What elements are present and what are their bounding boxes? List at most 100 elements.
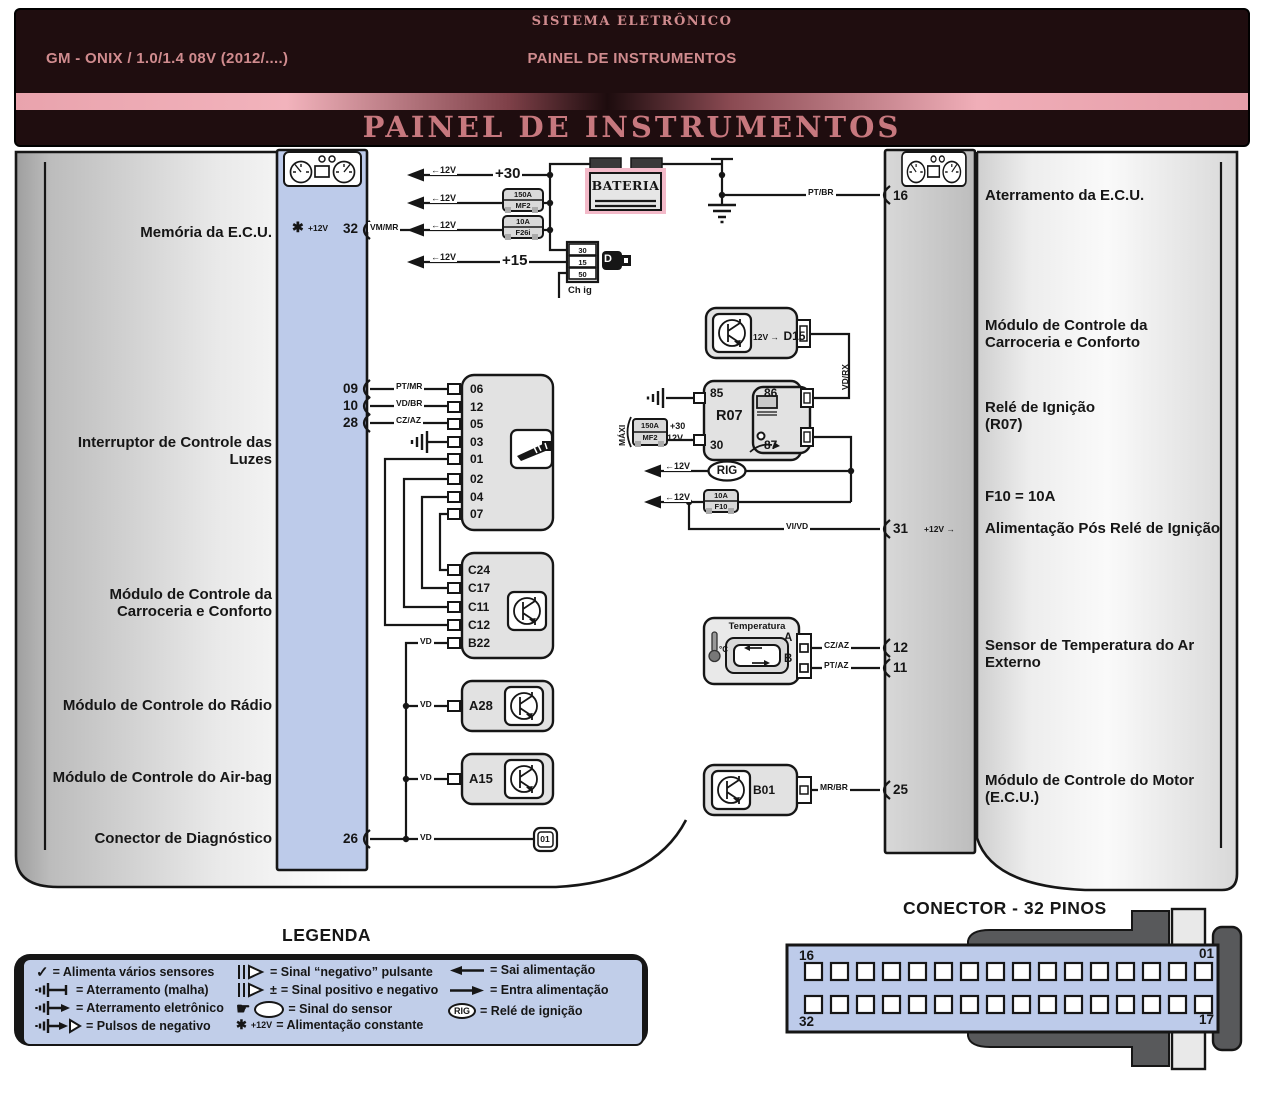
wire-cz-az: CZ/AZ: [394, 415, 424, 425]
label-radio: Módulo de Controle do Rádio: [62, 697, 272, 714]
right-panel: [975, 150, 1239, 892]
ls-pin-07: 07: [470, 507, 484, 521]
diagnostic-connector-icon: [532, 826, 559, 853]
ls-pin-12: 12: [470, 400, 484, 414]
pin-25: 25: [893, 782, 909, 797]
bcm-pin-c24: C24: [468, 563, 491, 577]
diag-connector-label: 01: [540, 834, 550, 844]
battery-label: BATERIA: [591, 178, 660, 193]
instrument-connector-strip-left: [275, 148, 369, 872]
d15-12v: 12V →: [753, 332, 779, 342]
fuse-maxi-mf2: [626, 416, 668, 448]
pin-28: 28: [342, 415, 358, 430]
v12-label-5: ←12V: [664, 461, 692, 471]
rig-label: RIG: [716, 465, 738, 477]
maxi-label: MÁXI: [617, 424, 627, 446]
power-out-arrows: [407, 168, 661, 509]
v12-label-3: ←12V: [430, 220, 458, 230]
header-panel: [14, 8, 1250, 147]
radio-module-block: [447, 679, 555, 733]
ecu-module-block: [702, 763, 812, 817]
b01-label: B01: [753, 783, 776, 797]
pin-12: 12: [893, 640, 909, 655]
ign-key-icon: D: [604, 253, 612, 265]
label-bcm-right: Módulo de Controle da Carroceria e Confo…: [985, 317, 1148, 351]
connector-32-drawing: [785, 907, 1243, 1071]
pulse-negative-icon: [238, 964, 265, 980]
page-title: PAINEL DE INSTRUMENTOS: [362, 110, 902, 144]
bcm-block: [447, 551, 555, 660]
fuse-mf2-amp: 150A: [514, 190, 532, 199]
fuse-maxi-name: MF2: [642, 433, 658, 442]
legend-item: = Entra alimentação: [448, 983, 608, 997]
legend-item: ± = Sinal positivo e negativo: [236, 981, 438, 999]
wire-vd-26: VD: [418, 832, 434, 842]
power-in-arrow-icon: [450, 985, 484, 995]
temp-pin-b: B: [784, 653, 793, 665]
connector32-pin32: 32: [799, 1014, 815, 1029]
label-sensor-temp: Sensor de Temperatura do Ar Externo: [985, 637, 1195, 671]
pin-32: 32: [342, 221, 358, 236]
fuse-f26-name: F26i: [515, 228, 531, 237]
power-out-arrow-icon: [450, 965, 484, 975]
plus30-label: +30: [493, 165, 523, 182]
wire-vi-vd: VI/VD: [784, 521, 811, 531]
legend-item: RIG = Relé de ignição: [448, 1003, 582, 1019]
legend-inner: ✓ = Alimenta vários sensores = Aterramen…: [22, 958, 644, 1046]
v12-label-2: ←12V: [430, 193, 458, 203]
temp-pin-a: A: [784, 632, 793, 644]
ground-malha-icon: [35, 983, 68, 997]
relay-pin-85: 85: [710, 386, 724, 400]
maxi-12v: 12V →: [667, 433, 695, 443]
negative-pulses-icon: [35, 1018, 82, 1034]
pin-11: 11: [893, 660, 908, 675]
ign-pin-50: 50: [578, 270, 587, 279]
wire-cz-az-12: CZ/AZ: [822, 640, 852, 650]
connector32-pin01: 01: [1198, 946, 1214, 961]
wire-pt-az: PT/AZ: [822, 660, 851, 670]
label-rele-ignicao: Relé de Ignição (R07): [985, 399, 1096, 433]
relay-pin-87: 87: [764, 438, 778, 452]
v12-label-4: ←12V: [430, 252, 458, 262]
wire-mr-br: MR/BR: [818, 782, 850, 792]
a28-label: A28: [469, 698, 493, 713]
ls-pin-05: 05: [470, 417, 484, 431]
pin-notches: [362, 185, 891, 849]
connector32-title: CONECTOR - 32 PINOS: [903, 898, 1107, 918]
ign-label: Ch ig: [568, 285, 592, 296]
light-stalk-icon: [509, 428, 554, 470]
legend-item: = Aterramento eletrônico: [34, 999, 224, 1017]
ls-pin-04: 04: [470, 490, 484, 504]
legend-item: ✱+12V = Alimentação constante: [236, 1017, 424, 1032]
ign-pin-30: 30: [578, 246, 587, 255]
temp-unit: °C: [719, 645, 728, 654]
label-bcm-left: Módulo de Controle da Carroceria e Confo…: [109, 586, 273, 620]
label-diagnostico: Conector de Diagnóstico: [94, 830, 272, 847]
wire-vd-b22: VD: [418, 636, 434, 646]
sensor-oval-icon: [254, 1000, 285, 1018]
legend-item: = Sai alimentação: [448, 963, 595, 977]
wire-vd-rx: VD/RX: [840, 364, 850, 390]
light-switch-block: [447, 373, 555, 532]
pin-10: 10: [342, 398, 358, 413]
bcm-pin-b22: B22: [468, 636, 491, 650]
bcm-pin-c11: C11: [468, 600, 490, 614]
plus15-label: +15: [500, 252, 530, 269]
relay-pin-30: 30: [710, 438, 724, 452]
d15-module-block: [704, 306, 811, 360]
plus-minus: ±: [270, 983, 277, 997]
relay-r07-block: [693, 379, 814, 462]
vehicle-model: GM - ONIX / 1.0/1.4 08V (2012/....): [46, 50, 289, 67]
fuse-f10-name: F10: [714, 502, 728, 511]
legend-item: = Sinal “negativo” pulsante: [236, 963, 433, 981]
constant-power-label: +12V: [308, 223, 329, 233]
bcm-pin-c12: C12: [468, 618, 491, 632]
battery-icon: [585, 157, 666, 214]
legend-title: LEGENDA: [282, 925, 372, 945]
fuse-f10-amp: 10A: [714, 491, 728, 500]
airbag-module-block: [447, 752, 555, 806]
ls-pin-03: 03: [470, 435, 484, 449]
label-aterramento-ecu: Aterramento da E.C.U.: [985, 187, 1145, 204]
